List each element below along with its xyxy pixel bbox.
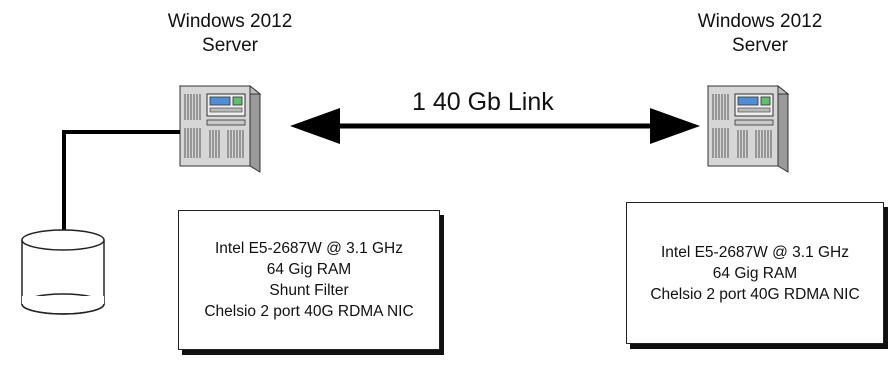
right-spec-line: Chelsio 2 port 40G RDMA NIC [650,285,860,303]
left-spec-line: Intel E5-2687W @ 3.1 GHz [214,240,404,257]
right-server-title-line1: Windows 2012 [697,11,823,32]
link-arrow [290,108,700,144]
left-server-label: Windows 2012 Server [140,10,320,58]
left-spec-box: Intel E5-2687W @ 3.1 GHz 64 Gig RAM Shun… [178,210,440,350]
right-spec-line: Intel E5-2687W @ 3.1 GHz [660,243,850,261]
left-spec-line: Shunt Filter [269,282,349,299]
link-label: 1 40 Gb Link [412,88,554,116]
left-server-title-line2: Server [202,35,258,56]
left-spec-line: 64 Gig RAM [266,261,352,278]
right-server-label: Windows 2012 Server [670,10,850,58]
left-spec-line: Chelsio 2 port 40G RDMA NIC [204,303,414,320]
storage-disk-icon [21,229,105,315]
right-server-title-line2: Server [732,35,788,56]
left-server-icon [179,85,261,173]
storage-cable [62,130,180,232]
right-spec-box: Intel E5-2687W @ 3.1 GHz 64 Gig RAM Chel… [626,202,884,344]
right-server-icon [707,85,789,173]
left-server-title-line1: Windows 2012 [167,11,293,32]
right-spec-line: 64 Gig RAM [712,264,798,282]
